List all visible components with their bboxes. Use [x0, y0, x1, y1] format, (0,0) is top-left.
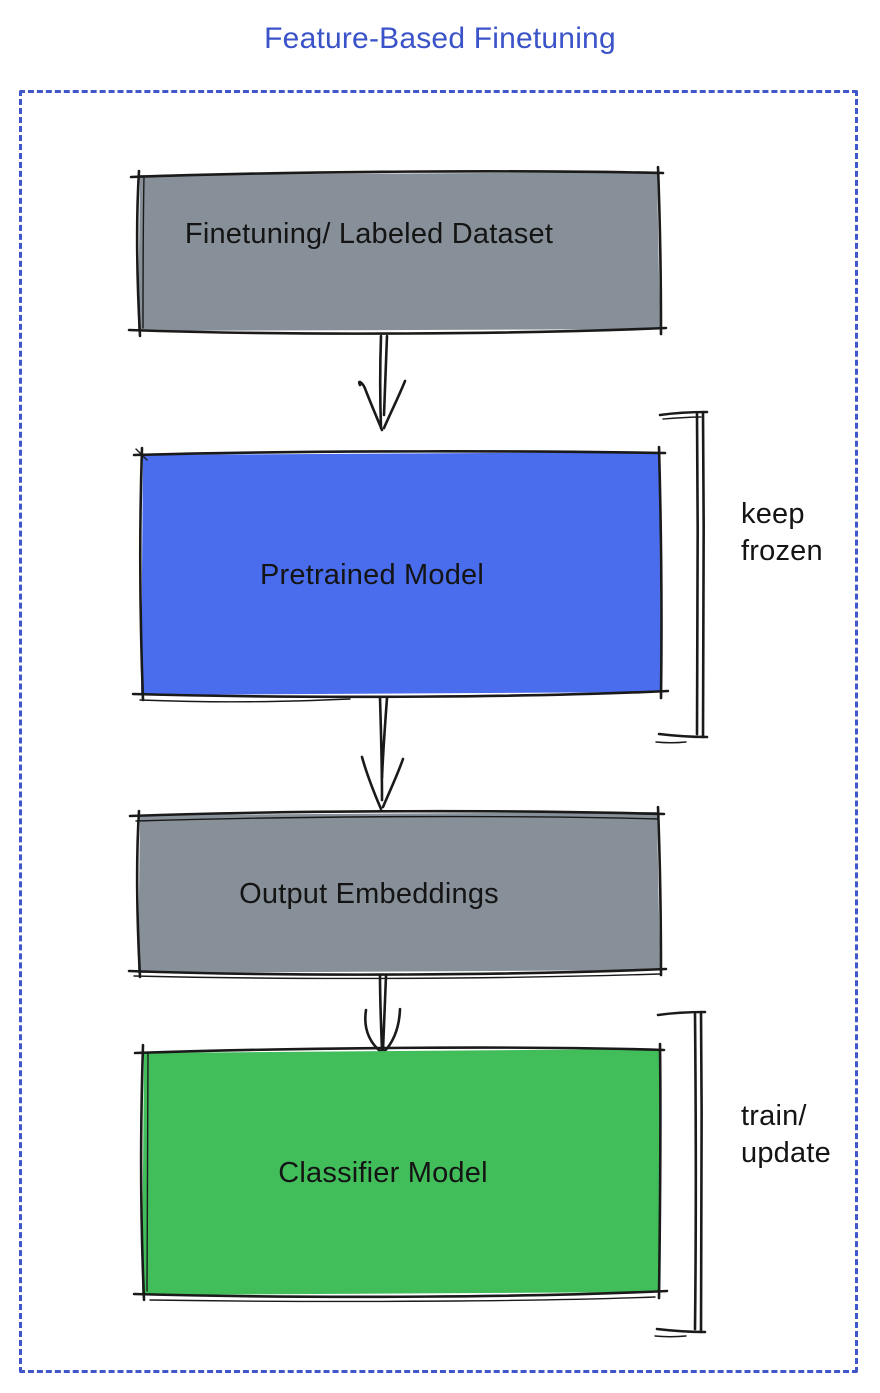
bracket-top-tick — [656, 1010, 707, 1017]
keep-frozen-note: keep frozen — [741, 496, 823, 570]
sketch-edge — [135, 169, 142, 338]
arrow-shaft — [378, 974, 384, 1052]
arrow-embeddings-to-classifier — [364, 974, 402, 1054]
sketch-edge — [656, 165, 663, 336]
train-update-note: train/ update — [741, 1098, 831, 1172]
keep-frozen-note-line1: keep — [741, 498, 805, 530]
train-update-note-line2: update — [741, 1137, 831, 1169]
sketch-edge — [657, 445, 663, 700]
train-update-note-line1: train/ — [741, 1100, 807, 1132]
bracket-vertical — [699, 1010, 704, 1334]
keep-frozen-note-line2: frozen — [741, 535, 823, 567]
arrow-head — [360, 755, 383, 811]
bracket-vertical — [695, 412, 700, 736]
arrow-head — [357, 380, 384, 432]
sketch-edge — [139, 1043, 146, 1302]
sketch-edge — [133, 1046, 666, 1055]
bracket-top-tick — [658, 410, 709, 417]
arrow-head — [364, 1008, 383, 1054]
node-dataset-fill — [138, 172, 660, 331]
arrow-shaft — [381, 974, 388, 1052]
sketch-edge — [139, 698, 351, 703]
sketch-edge — [133, 973, 661, 980]
bracket-vertical — [693, 1012, 698, 1331]
sketch-edge — [135, 815, 659, 822]
arrow-shaft — [378, 334, 383, 430]
sketch-edge — [149, 1296, 656, 1303]
sketch-edge — [138, 446, 145, 702]
sketch-edge — [142, 175, 145, 329]
arrow-head — [382, 1007, 402, 1054]
arrow-shaft — [378, 696, 384, 802]
sketch-edge — [128, 809, 666, 818]
node-pretrained-fill — [141, 452, 661, 695]
node-pretrained-box — [131, 445, 670, 703]
node-dataset-box — [127, 165, 668, 338]
bracket-bottom-tick — [655, 1327, 707, 1334]
arrow-pretrained-to-embeddings — [360, 696, 405, 811]
bracket-bottom-tick — [655, 741, 687, 744]
node-embeddings-box — [127, 805, 668, 980]
sketch-edge — [135, 809, 142, 979]
bracket-top-tick — [662, 416, 702, 420]
arrow-head — [382, 379, 407, 430]
keep-frozen-bracket — [655, 410, 709, 744]
sketch-edge — [657, 1042, 662, 1300]
arrow-shaft — [382, 334, 389, 417]
sketch-edge — [132, 1289, 669, 1299]
sketch-edge — [129, 170, 665, 179]
node-classifier-fill — [142, 1049, 660, 1295]
arrow-shaft — [380, 696, 389, 780]
sketch-edge — [127, 967, 668, 976]
sketch-edge — [135, 448, 148, 461]
bracket-bottom-tick — [654, 1335, 687, 1338]
sketch-edge — [146, 1052, 149, 1292]
page-title: Feature-Based Finetuning — [264, 22, 616, 55]
sketch-edge — [131, 689, 670, 699]
arrow-dataset-to-pretrained — [357, 334, 407, 432]
bracket-bottom-tick — [657, 732, 709, 739]
node-classifier-box — [132, 1042, 669, 1303]
dotted-border-frame — [19, 90, 858, 1373]
sketch-edge — [132, 450, 667, 457]
arrow-head — [381, 757, 405, 809]
node-embeddings-fill — [138, 812, 660, 973]
bracket-vertical — [701, 410, 706, 739]
sketch-edge — [127, 326, 668, 335]
sketch-edge — [656, 805, 663, 977]
train-update-bracket — [654, 1010, 707, 1338]
